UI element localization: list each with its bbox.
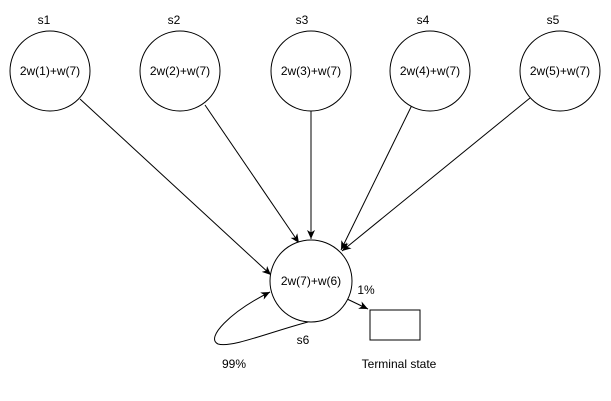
state-circle [389, 30, 471, 112]
state-expression: 2w(4)+w(7) [400, 64, 460, 78]
state-node-s3: 2w(3)+w(7) s3 [270, 13, 352, 112]
terminal-state-label: Terminal state [362, 357, 437, 371]
state-node-s5: 2w(5)+w(7) s5 [519, 13, 601, 112]
edge-s5-to-s6 [341, 97, 531, 252]
state-node-s1: 2w(1)+w(7) s1 [9, 13, 91, 112]
state-name-label: s3 [296, 13, 309, 27]
self-loop-probability-label: 99% [222, 357, 246, 371]
edge-s1-to-s6 [79, 98, 272, 276]
state-name-label: s4 [417, 13, 430, 27]
state-circle [269, 239, 353, 323]
terminal-probability-label: 1% [357, 283, 375, 297]
state-expression: 2w(3)+w(7) [281, 64, 341, 78]
state-circle [139, 30, 221, 112]
state-node-s4: 2w(4)+w(7) s4 [389, 13, 471, 112]
terminal-state-box [369, 309, 421, 341]
terminal-state: Terminal state [362, 309, 437, 371]
edge-s6-to-terminal [344, 297, 369, 310]
state-expression: 2w(5)+w(7) [530, 64, 590, 78]
state-expression: 2w(1)+w(7) [20, 64, 80, 78]
edge-s6-self-loop [214, 291, 309, 346]
state-name-label: s6 [297, 333, 310, 347]
state-name-label: s2 [168, 13, 181, 27]
state-circle [9, 30, 91, 112]
state-name-label: s1 [38, 13, 51, 27]
state-name-label: s5 [547, 13, 560, 27]
state-node-s6: 2w(7)+w(6) s6 [269, 239, 353, 347]
state-expression: 2w(7)+w(6) [281, 274, 341, 288]
edge-s4-to-s6 [340, 104, 413, 251]
edge-s2-to-s6 [204, 104, 300, 244]
state-node-s2: 2w(2)+w(7) s2 [139, 13, 221, 112]
state-circle [519, 30, 601, 112]
state-circle [270, 30, 352, 112]
state-expression: 2w(2)+w(7) [150, 64, 210, 78]
